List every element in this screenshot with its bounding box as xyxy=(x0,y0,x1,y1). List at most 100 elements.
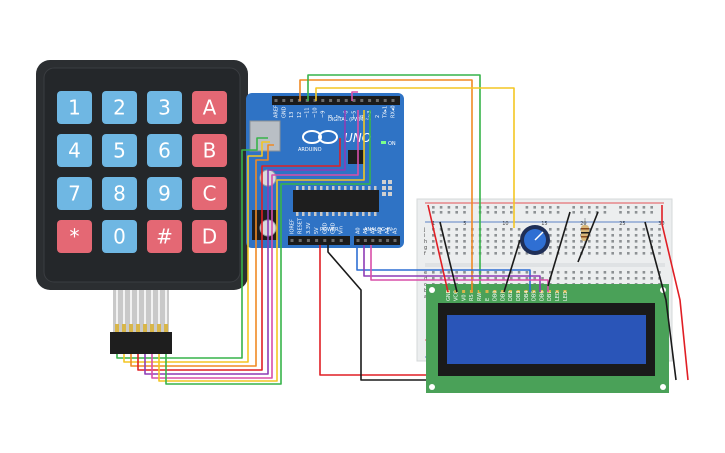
key-2[interactable]: 2 xyxy=(102,91,137,124)
breadboard-hole xyxy=(619,211,622,214)
breadboard-hole xyxy=(603,246,607,249)
breadboard-hole xyxy=(619,277,622,280)
wire-res-rail[interactable] xyxy=(577,211,599,263)
power-pin-label: 3.3V xyxy=(306,222,312,234)
breadboard-hole xyxy=(627,240,630,243)
header-pin xyxy=(356,239,360,242)
key-star[interactable]: * xyxy=(57,220,92,253)
key-c[interactable]: C xyxy=(192,177,227,210)
key-cap[interactable] xyxy=(192,91,227,124)
breadboard-hole xyxy=(463,271,466,274)
key-cap[interactable] xyxy=(192,177,227,210)
key-hash[interactable]: # xyxy=(147,220,182,253)
key-cap[interactable] xyxy=(102,220,137,253)
breadboard-hole xyxy=(564,240,568,243)
lcd-mount-hole xyxy=(660,384,666,390)
key-cap[interactable] xyxy=(102,134,137,167)
breadboard-hole xyxy=(627,277,630,280)
wire-keypad-3[interactable] xyxy=(130,144,274,367)
breadboard-hole xyxy=(588,211,591,214)
breadboard-hole xyxy=(541,252,544,255)
wire-rail-black-left[interactable] xyxy=(439,221,458,293)
wire-keypad-4[interactable] xyxy=(137,138,341,371)
key-d[interactable]: D xyxy=(192,220,227,253)
key-cap[interactable] xyxy=(192,220,227,253)
wire-rail-red-right[interactable] xyxy=(661,205,689,381)
digital-pin-label: 12 xyxy=(297,112,303,118)
lcd-pin xyxy=(532,290,536,293)
breadboard-hole xyxy=(510,211,513,214)
breadboard-hole xyxy=(627,252,630,255)
key-9[interactable]: 9 xyxy=(147,177,182,210)
breadboard-hole xyxy=(658,252,661,255)
key-cap[interactable] xyxy=(192,134,227,167)
chip-leg xyxy=(350,212,353,216)
wire-rail-red-left[interactable] xyxy=(427,204,449,293)
key-cap[interactable] xyxy=(102,177,137,210)
chip-leg xyxy=(320,212,323,216)
wire-rail-black-right[interactable] xyxy=(644,221,677,381)
wire-5v-rail[interactable] xyxy=(319,245,426,376)
wire-pot-gnd[interactable] xyxy=(547,211,571,287)
breadboard-hole xyxy=(549,211,552,214)
wire-d12-lcd[interactable] xyxy=(299,79,473,292)
key-cap[interactable] xyxy=(57,177,92,210)
key-7[interactable]: 7 xyxy=(57,177,92,210)
key-cap[interactable] xyxy=(147,134,182,167)
wire-5v-pot[interactable] xyxy=(315,87,515,228)
key-8[interactable]: 8 xyxy=(102,177,137,210)
key-cap[interactable] xyxy=(57,91,92,124)
breadboard-hole xyxy=(549,240,552,243)
breadboard-hole xyxy=(486,211,490,214)
breadboard-hole xyxy=(658,246,661,249)
chip-leg xyxy=(362,186,365,190)
connector-pin xyxy=(157,324,161,332)
wire-a1-lcd[interactable] xyxy=(363,245,541,292)
key-b[interactable]: B xyxy=(192,134,227,167)
arduino-logo-icon xyxy=(302,130,338,144)
breadboard-hole xyxy=(556,277,560,280)
key-1[interactable]: 1 xyxy=(57,91,92,124)
breadboard-hole xyxy=(463,228,466,231)
key-label: C xyxy=(203,182,217,206)
wire-d11-lcd[interactable] xyxy=(307,74,481,292)
key-a[interactable]: A xyxy=(192,91,227,124)
wire-d5-lcd[interactable] xyxy=(351,91,358,101)
header-pin xyxy=(331,239,335,242)
breadboard-hole xyxy=(447,234,451,237)
key-cap[interactable] xyxy=(147,220,182,253)
key-cap[interactable] xyxy=(57,134,92,167)
key-3[interactable]: 3 xyxy=(147,91,182,124)
digital-pin-label: 2 xyxy=(375,115,381,118)
key-cap[interactable] xyxy=(147,177,182,210)
lcd-pin-label: DB1 xyxy=(500,291,506,301)
key-cap[interactable] xyxy=(102,91,137,124)
wire-pot-lcd[interactable] xyxy=(503,239,521,293)
breadboard-hole xyxy=(642,246,646,249)
wire-keypad-6[interactable] xyxy=(151,110,359,379)
wire-keypad-7[interactable] xyxy=(158,110,365,382)
key-5[interactable]: 5 xyxy=(102,134,137,167)
breadboard-hole xyxy=(463,277,466,280)
chip-leg xyxy=(344,186,347,190)
wire-keypad-1[interactable] xyxy=(116,137,268,359)
key-4[interactable]: 4 xyxy=(57,134,92,167)
breadboard-hole xyxy=(541,206,544,209)
key-6[interactable]: 6 xyxy=(147,134,182,167)
breadboard-hole xyxy=(494,277,497,280)
chip-leg xyxy=(308,186,311,190)
potentiometer[interactable] xyxy=(520,225,550,255)
wire-keypad-8[interactable] xyxy=(165,110,371,385)
power-pin-label: GND xyxy=(331,222,337,234)
wire-keypad-2[interactable] xyxy=(123,141,270,363)
lcd-pin-label: RW xyxy=(477,293,483,301)
wire-keypad-5[interactable] xyxy=(144,110,346,375)
key-label: 1 xyxy=(68,96,81,120)
key-cap[interactable] xyxy=(57,220,92,253)
lcd-pin-label: LED xyxy=(563,291,569,301)
key-cap[interactable] xyxy=(147,91,182,124)
key-0[interactable]: 0 xyxy=(102,220,137,253)
wire-gnd-rail[interactable] xyxy=(327,245,426,381)
header-pin xyxy=(368,99,372,102)
breadboard-hole xyxy=(486,240,490,243)
